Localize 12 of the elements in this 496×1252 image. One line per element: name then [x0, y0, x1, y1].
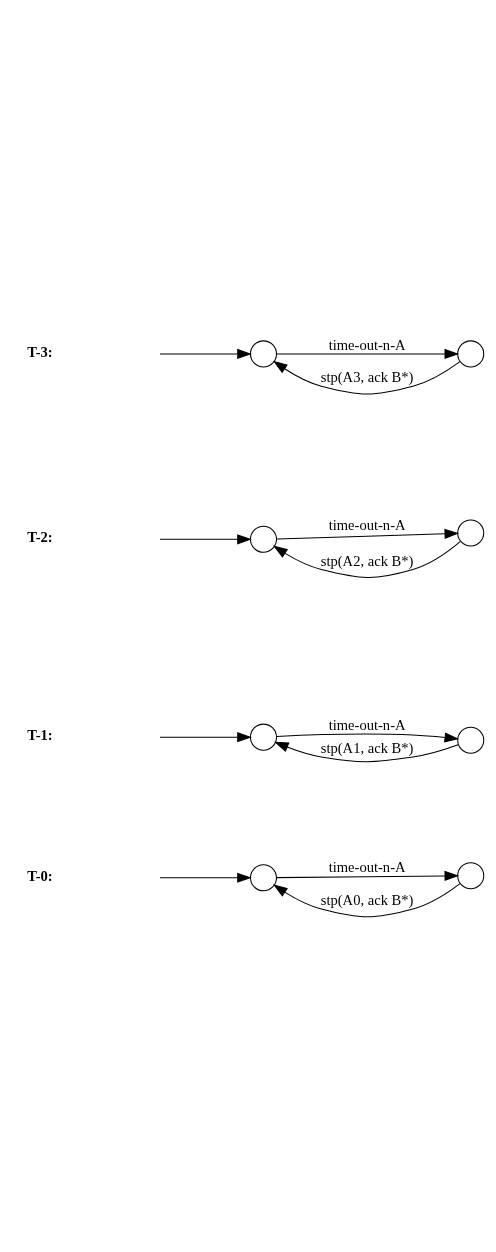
- label: T-2:: [27, 529, 53, 546]
- edge-label: stp(A3, ack B*): [320, 369, 414, 386]
- label: T-0:: [27, 867, 53, 884]
- edge-label: time-out-n-A: [328, 336, 406, 353]
- edge-label: stp(A2, ack B*): [320, 552, 414, 569]
- label: T-1:: [27, 726, 53, 743]
- edge-label: time-out-n-A: [328, 517, 406, 534]
- edge-label: time-out-n-A: [328, 858, 406, 875]
- edge-label: stp(A1, ack B*): [320, 739, 414, 756]
- label: T-3:: [27, 343, 53, 360]
- edge-label: time-out-n-A: [328, 717, 406, 734]
- edge-label: stp(A0, ack B*): [320, 892, 414, 909]
